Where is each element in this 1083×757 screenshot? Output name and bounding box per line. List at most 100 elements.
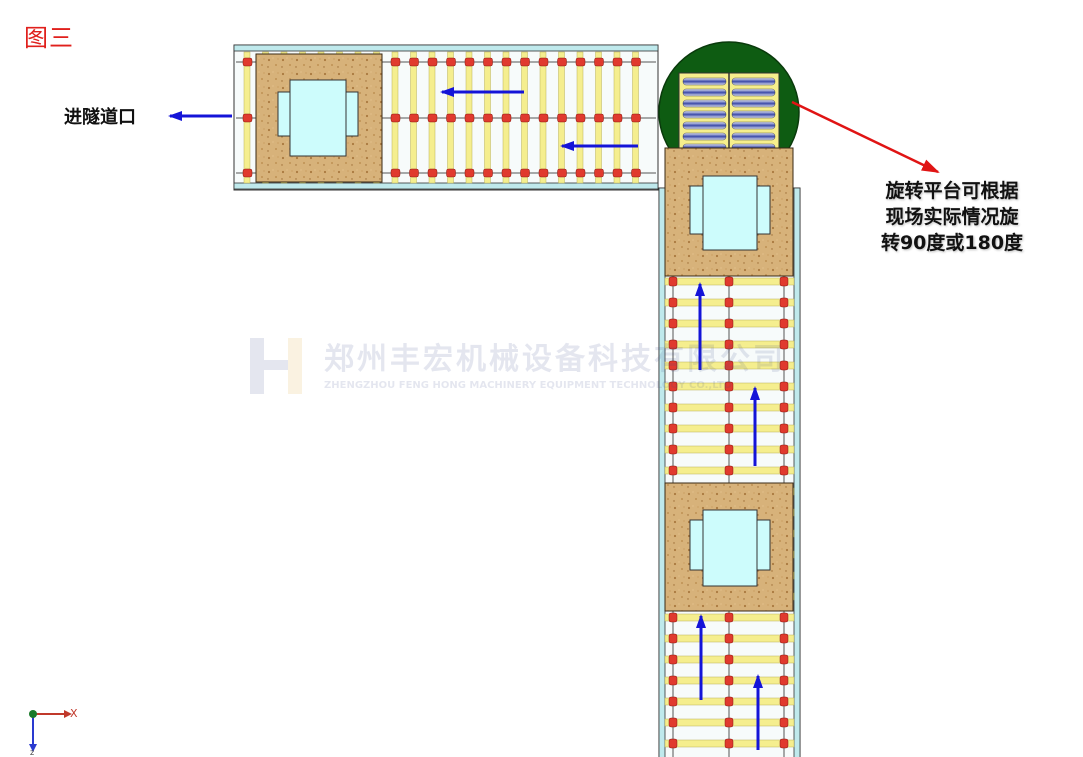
pointer-arrow-icon bbox=[791, 100, 940, 174]
chain-link bbox=[724, 276, 734, 287]
chain-link bbox=[427, 57, 438, 67]
chain-link bbox=[779, 276, 789, 287]
chain-link bbox=[668, 297, 678, 308]
coordinate-axis-icon bbox=[29, 710, 72, 752]
chain-link bbox=[409, 113, 419, 123]
callout-line: 旋转平台可根据 bbox=[885, 180, 1019, 202]
chain-link bbox=[631, 168, 641, 178]
chain-link bbox=[520, 57, 530, 67]
chain-link bbox=[538, 168, 549, 178]
roller bbox=[731, 110, 776, 119]
chain-link bbox=[724, 654, 734, 665]
chain-link bbox=[390, 113, 401, 123]
chain-link bbox=[668, 423, 678, 434]
chain-link bbox=[724, 465, 734, 476]
chain-link bbox=[668, 717, 678, 728]
chain-link bbox=[668, 381, 678, 392]
chain-link bbox=[242, 168, 253, 178]
chain-link bbox=[668, 738, 678, 749]
chain-link bbox=[668, 633, 678, 644]
chain-link bbox=[520, 168, 530, 178]
chain-link bbox=[779, 675, 789, 686]
chain-link bbox=[538, 113, 549, 123]
chain-link bbox=[242, 113, 253, 123]
chain-link bbox=[668, 360, 678, 371]
chain-link bbox=[668, 444, 678, 455]
pallet-vertical bbox=[664, 482, 794, 612]
chain-link bbox=[724, 360, 734, 371]
roller bbox=[682, 110, 727, 119]
roller bbox=[731, 77, 776, 86]
chain-link bbox=[557, 113, 567, 123]
vertical-conveyor bbox=[658, 187, 801, 757]
roller bbox=[682, 77, 727, 86]
chain-link bbox=[668, 675, 678, 686]
chain-link bbox=[557, 168, 567, 178]
chain-link bbox=[594, 57, 604, 67]
chain-link bbox=[779, 402, 789, 413]
chain-link bbox=[242, 57, 253, 67]
roller bbox=[731, 88, 776, 97]
chain-link bbox=[724, 696, 734, 707]
chain-link bbox=[724, 675, 734, 686]
chain-link bbox=[779, 717, 789, 728]
chain-link bbox=[668, 696, 678, 707]
flow-arrows bbox=[168, 87, 763, 750]
chain-link bbox=[631, 113, 641, 123]
roller bbox=[682, 88, 727, 97]
callout-line: 现场实际情况旋 bbox=[885, 206, 1019, 228]
roller bbox=[731, 132, 776, 141]
chain-link bbox=[724, 339, 734, 350]
chain-link bbox=[724, 423, 734, 434]
chain-link bbox=[390, 168, 401, 178]
chain-link bbox=[631, 57, 641, 67]
callout-line: 转90度或180度 bbox=[880, 232, 1024, 254]
chain-link bbox=[409, 57, 419, 67]
chain-link bbox=[446, 57, 456, 67]
roller bbox=[682, 121, 727, 130]
pallet-on-platform bbox=[664, 147, 794, 277]
roller bbox=[731, 99, 776, 108]
chain-link bbox=[779, 444, 789, 455]
chain-link bbox=[501, 168, 512, 178]
chain-link bbox=[668, 465, 678, 476]
chain-link bbox=[724, 381, 734, 392]
chain-link bbox=[427, 113, 438, 123]
chain-link bbox=[724, 738, 734, 749]
chain-link bbox=[724, 633, 734, 644]
chain-link bbox=[779, 318, 789, 329]
axis-z-label: z bbox=[30, 748, 35, 757]
chain-link bbox=[724, 717, 734, 728]
chain-link bbox=[668, 318, 678, 329]
chain-link bbox=[779, 381, 789, 392]
chain-link bbox=[594, 168, 604, 178]
roller bbox=[682, 99, 727, 108]
chain-link bbox=[612, 57, 623, 67]
chain-link bbox=[668, 276, 678, 287]
chain-link bbox=[575, 57, 586, 67]
chain-link bbox=[446, 113, 456, 123]
chain-link bbox=[779, 465, 789, 476]
chain-link bbox=[427, 168, 438, 178]
chain-link bbox=[464, 113, 475, 123]
chain-link bbox=[779, 738, 789, 749]
chain-link bbox=[779, 423, 789, 434]
chain-link bbox=[557, 57, 567, 67]
chain-link bbox=[668, 339, 678, 350]
chain-link bbox=[779, 696, 789, 707]
chain-link bbox=[724, 402, 734, 413]
chain-link bbox=[779, 654, 789, 665]
chain-link bbox=[575, 168, 586, 178]
chain-link bbox=[594, 113, 604, 123]
chain-link bbox=[668, 402, 678, 413]
chain-link bbox=[464, 57, 475, 67]
chain-link bbox=[779, 612, 789, 623]
chain-link bbox=[779, 297, 789, 308]
rotation-callout: 旋转平台可根据 现场实际情况旋 转90度或180度 bbox=[852, 178, 1052, 256]
chain-link bbox=[612, 113, 623, 123]
chain-link bbox=[501, 57, 512, 67]
chain-link bbox=[668, 654, 678, 665]
chain-link bbox=[483, 57, 493, 67]
chain-link bbox=[483, 113, 493, 123]
